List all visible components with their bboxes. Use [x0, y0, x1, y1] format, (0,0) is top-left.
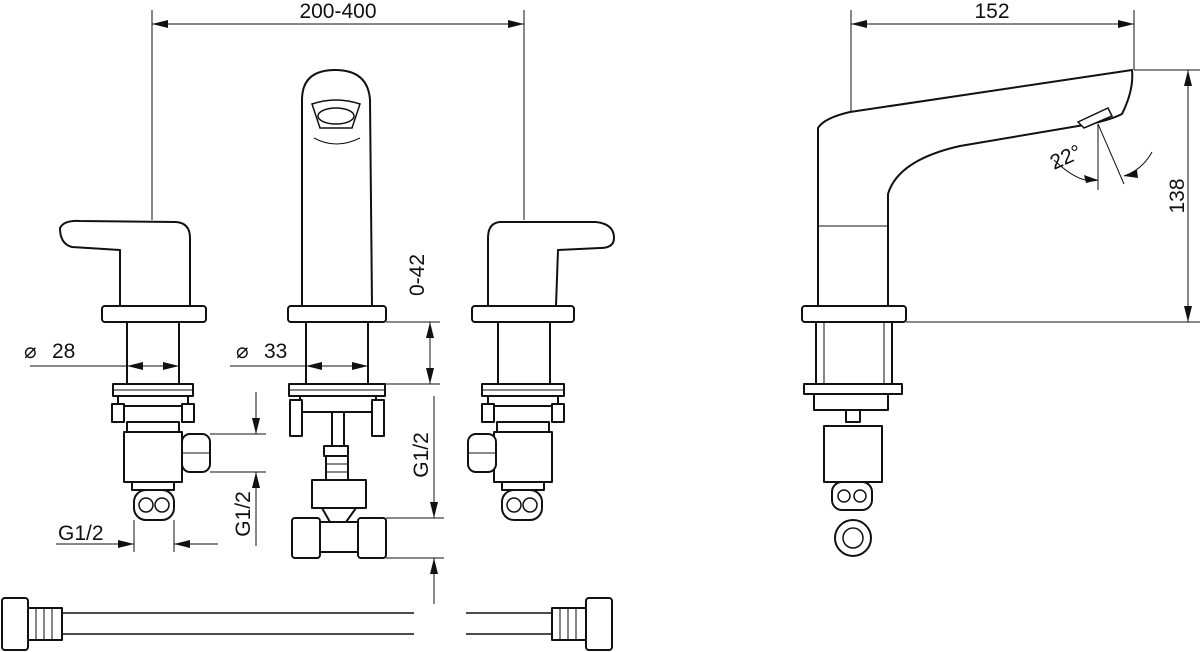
connection-hose: [1, 597, 613, 651]
dimension-deck-thickness: [386, 321, 440, 385]
dimension-spout-reach-label: 152: [974, 0, 1009, 23]
dimension-connection-vertical-left-label: G1/2: [232, 491, 255, 537]
right-handle-valve: [467, 221, 615, 521]
dimension-deck-thickness-label: 0-42: [406, 254, 429, 296]
dimension-connection-left-label: G1/2: [58, 522, 104, 545]
dimension-connection-vertical-center: [386, 396, 444, 604]
dimension-handle-diameter-label: 28: [52, 340, 75, 363]
dimension-spout-reach: [850, 10, 1135, 112]
spout-side-view: [801, 69, 1134, 557]
dimension-spout-angle-label: 22°: [1047, 141, 1085, 175]
diameter-symbol-center: ⌀: [236, 340, 249, 363]
dimension-connection-vertical-center-label: G1/2: [410, 432, 433, 478]
left-handle-valve: [59, 219, 211, 521]
dimension-spout-angle: [1053, 123, 1153, 190]
spout-front-view: [287, 69, 387, 559]
dimension-spout-diameter: [230, 362, 368, 370]
dimension-spread-label: 200-400: [299, 0, 376, 23]
dimension-spout-diameter-label: 33: [264, 340, 287, 363]
dimension-connection-left: [56, 520, 218, 552]
dimension-connection-vertical-left: [210, 392, 266, 546]
dimension-handle-diameter: [30, 362, 179, 370]
dimension-spread: [151, 10, 525, 220]
dimension-spout-height: [906, 69, 1200, 323]
dimension-spout-height-label: 138: [1166, 178, 1189, 213]
diameter-symbol-left: ⌀: [24, 340, 37, 363]
